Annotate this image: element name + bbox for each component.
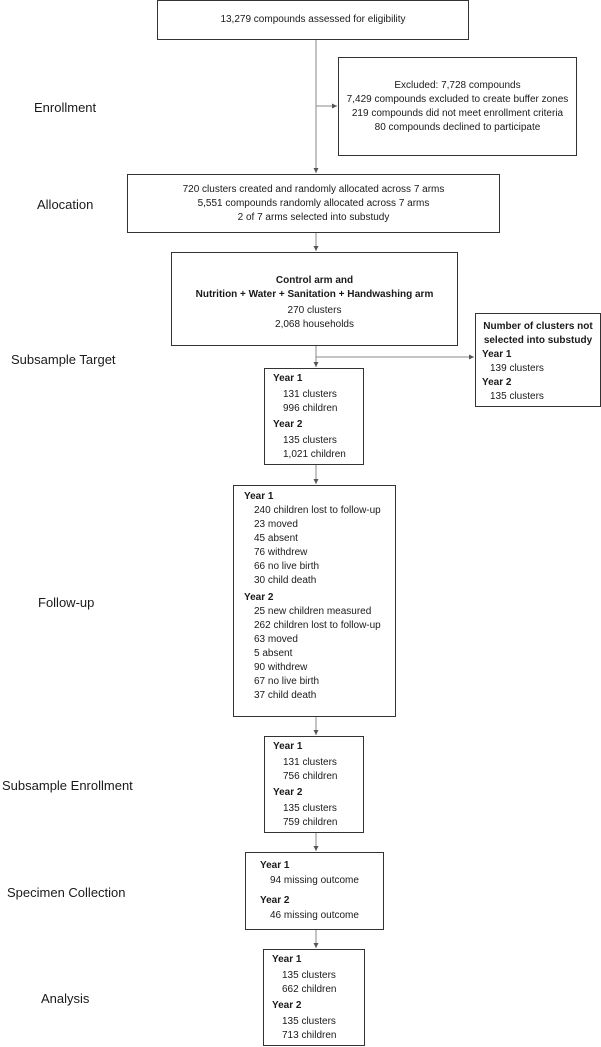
followup-year1-item: 76 withdrew: [254, 547, 308, 558]
allocation-box: 720 clusters created and randomly alloca…: [127, 174, 500, 233]
followup-year1-item: 45 absent: [254, 533, 298, 544]
analysis-year1-label: Year 1: [272, 954, 302, 965]
allocation-arms-selected: 2 of 7 arms selected into substudy: [237, 212, 390, 223]
excluded-criteria: 219 compounds did not meet enrollment cr…: [351, 108, 564, 119]
followup-year1-label: Year 1: [244, 491, 274, 502]
eligibility-text: 13,279 compounds assessed for eligibilit…: [220, 14, 406, 25]
followup-year2-item: 262 children lost to follow-up: [254, 620, 381, 631]
followup-year2-item: 90 withdrew: [254, 662, 308, 673]
subenroll-year2-label: Year 2: [273, 787, 303, 798]
allocation-compounds: 5,551 compounds randomly allocated acros…: [197, 198, 430, 209]
arms-box: Control arm and Nutrition + Water + Sani…: [171, 252, 458, 346]
target-year2-clusters: 135 clusters: [283, 435, 337, 446]
eligibility-box: 13,279 compounds assessed for eligibilit…: [157, 0, 469, 40]
followup-year2-item: 5 absent: [254, 648, 293, 659]
analysis-year1-clusters: 135 clusters: [282, 970, 336, 981]
target-year1-clusters: 131 clusters: [283, 389, 337, 400]
excluded-buffer-zones: 7,429 compounds excluded to create buffe…: [346, 94, 569, 105]
follow-up-box: Year 1 240 children lost to follow-up 23…: [233, 485, 396, 717]
followup-year2-item: 37 child death: [254, 690, 317, 701]
analysis-year1-children: 662 children: [282, 984, 337, 995]
stage-label-analysis: Analysis: [41, 991, 90, 1006]
arms-clusters: 270 clusters: [287, 305, 342, 316]
followup-year2-item: 63 moved: [254, 634, 298, 645]
subsample-target-box: Year 1 131 clusters 996 children Year 2 …: [264, 368, 364, 465]
analysis-year2-label: Year 2: [272, 1000, 302, 1011]
arms-title-line2: Nutrition + Water + Sanitation + Handwas…: [195, 289, 434, 300]
subenroll-year1-label: Year 1: [273, 741, 303, 752]
specimen-year1-missing: 94 missing outcome: [270, 875, 359, 886]
analysis-year2-children: 713 children: [282, 1030, 337, 1041]
subenroll-year2-clusters: 135 clusters: [283, 803, 337, 814]
stage-label-allocation: Allocation: [37, 197, 94, 212]
allocation-clusters: 720 clusters created and randomly alloca…: [182, 184, 445, 195]
not-selected-year2-label: Year 2: [482, 377, 512, 388]
subenroll-year1-clusters: 131 clusters: [283, 757, 337, 768]
target-year2-label: Year 2: [273, 419, 303, 430]
specimen-year1-label: Year 1: [260, 860, 290, 871]
stage-label-follow-up: Follow-up: [38, 595, 95, 610]
not-selected-year1-label: Year 1: [482, 349, 512, 360]
followup-year1-item: 30 child death: [254, 575, 317, 586]
subenroll-year1-children: 756 children: [283, 771, 338, 782]
excluded-box: Excluded: 7,728 compounds 7,429 compound…: [338, 57, 577, 156]
stage-label-subsample-target: Subsample Target: [11, 352, 116, 367]
stage-label-specimen-collection: Specimen Collection: [7, 885, 126, 900]
excluded-total: Excluded: 7,728 compounds: [394, 80, 521, 91]
specimen-year2-missing: 46 missing outcome: [270, 910, 359, 921]
not-selected-year1-value: 139 clusters: [490, 363, 544, 374]
not-selected-box: Number of clusters not selected into sub…: [475, 313, 601, 407]
excluded-declined: 80 compounds declined to participate: [374, 122, 541, 133]
specimen-collection-box: Year 1 94 missing outcome Year 2 46 miss…: [245, 852, 384, 930]
stage-label-enrollment: Enrollment: [34, 100, 97, 115]
stage-label-subsample-enrollment: Subsample Enrollment: [2, 778, 133, 793]
followup-year1-item: 240 children lost to follow-up: [254, 505, 381, 516]
target-year2-children: 1,021 children: [283, 449, 346, 460]
followup-year2-item: 67 no live birth: [254, 676, 320, 687]
subenroll-year2-children: 759 children: [283, 817, 338, 828]
not-selected-year2-value: 135 clusters: [490, 391, 544, 402]
followup-year1-item: 66 no live birth: [254, 561, 320, 572]
not-selected-title-line2: selected into substudy: [483, 335, 593, 346]
analysis-year2-clusters: 135 clusters: [282, 1016, 336, 1027]
target-year1-children: 996 children: [283, 403, 338, 414]
followup-year2-item: 25 new children measured: [254, 606, 372, 617]
followup-year1-item: 23 moved: [254, 519, 298, 530]
arms-title-line1: Control arm and: [275, 275, 354, 286]
subsample-enrollment-box: Year 1 131 clusters 756 children Year 2 …: [264, 736, 364, 833]
target-year1-label: Year 1: [273, 373, 303, 384]
arms-households: 2,068 households: [275, 319, 354, 330]
followup-year2-label: Year 2: [244, 592, 274, 603]
analysis-box: Year 1 135 clusters 662 children Year 2 …: [263, 949, 365, 1046]
specimen-year2-label: Year 2: [260, 895, 290, 906]
not-selected-title-line1: Number of clusters not: [483, 321, 593, 332]
